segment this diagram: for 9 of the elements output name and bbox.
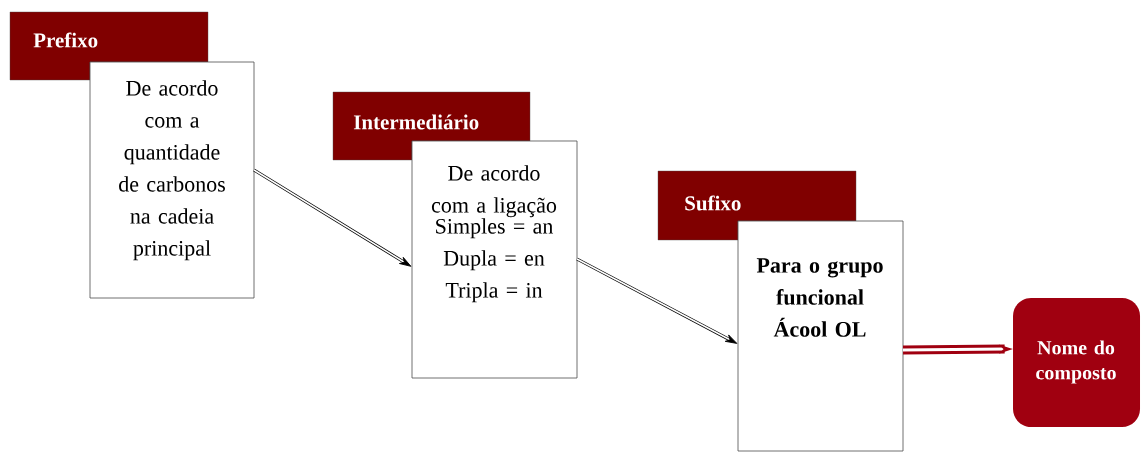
arrow: [576, 257, 738, 344]
header-tab: Sufixo: [657, 170, 857, 241]
header-tab: Prefixo: [9, 11, 209, 81]
text-box: De acordo com a ligação Simples = an Dupla = en Tripla = in: [411, 140, 578, 379]
result-box: Nome do composto: [1013, 298, 1140, 427]
text-box: Para o grupo funcional Ácool OL: [737, 220, 904, 452]
header-tab: Intermediário: [332, 91, 531, 161]
text-box: De acordo com a quantidade de carbonos na cadeia principal: [89, 61, 255, 299]
arrow: [253, 168, 412, 267]
